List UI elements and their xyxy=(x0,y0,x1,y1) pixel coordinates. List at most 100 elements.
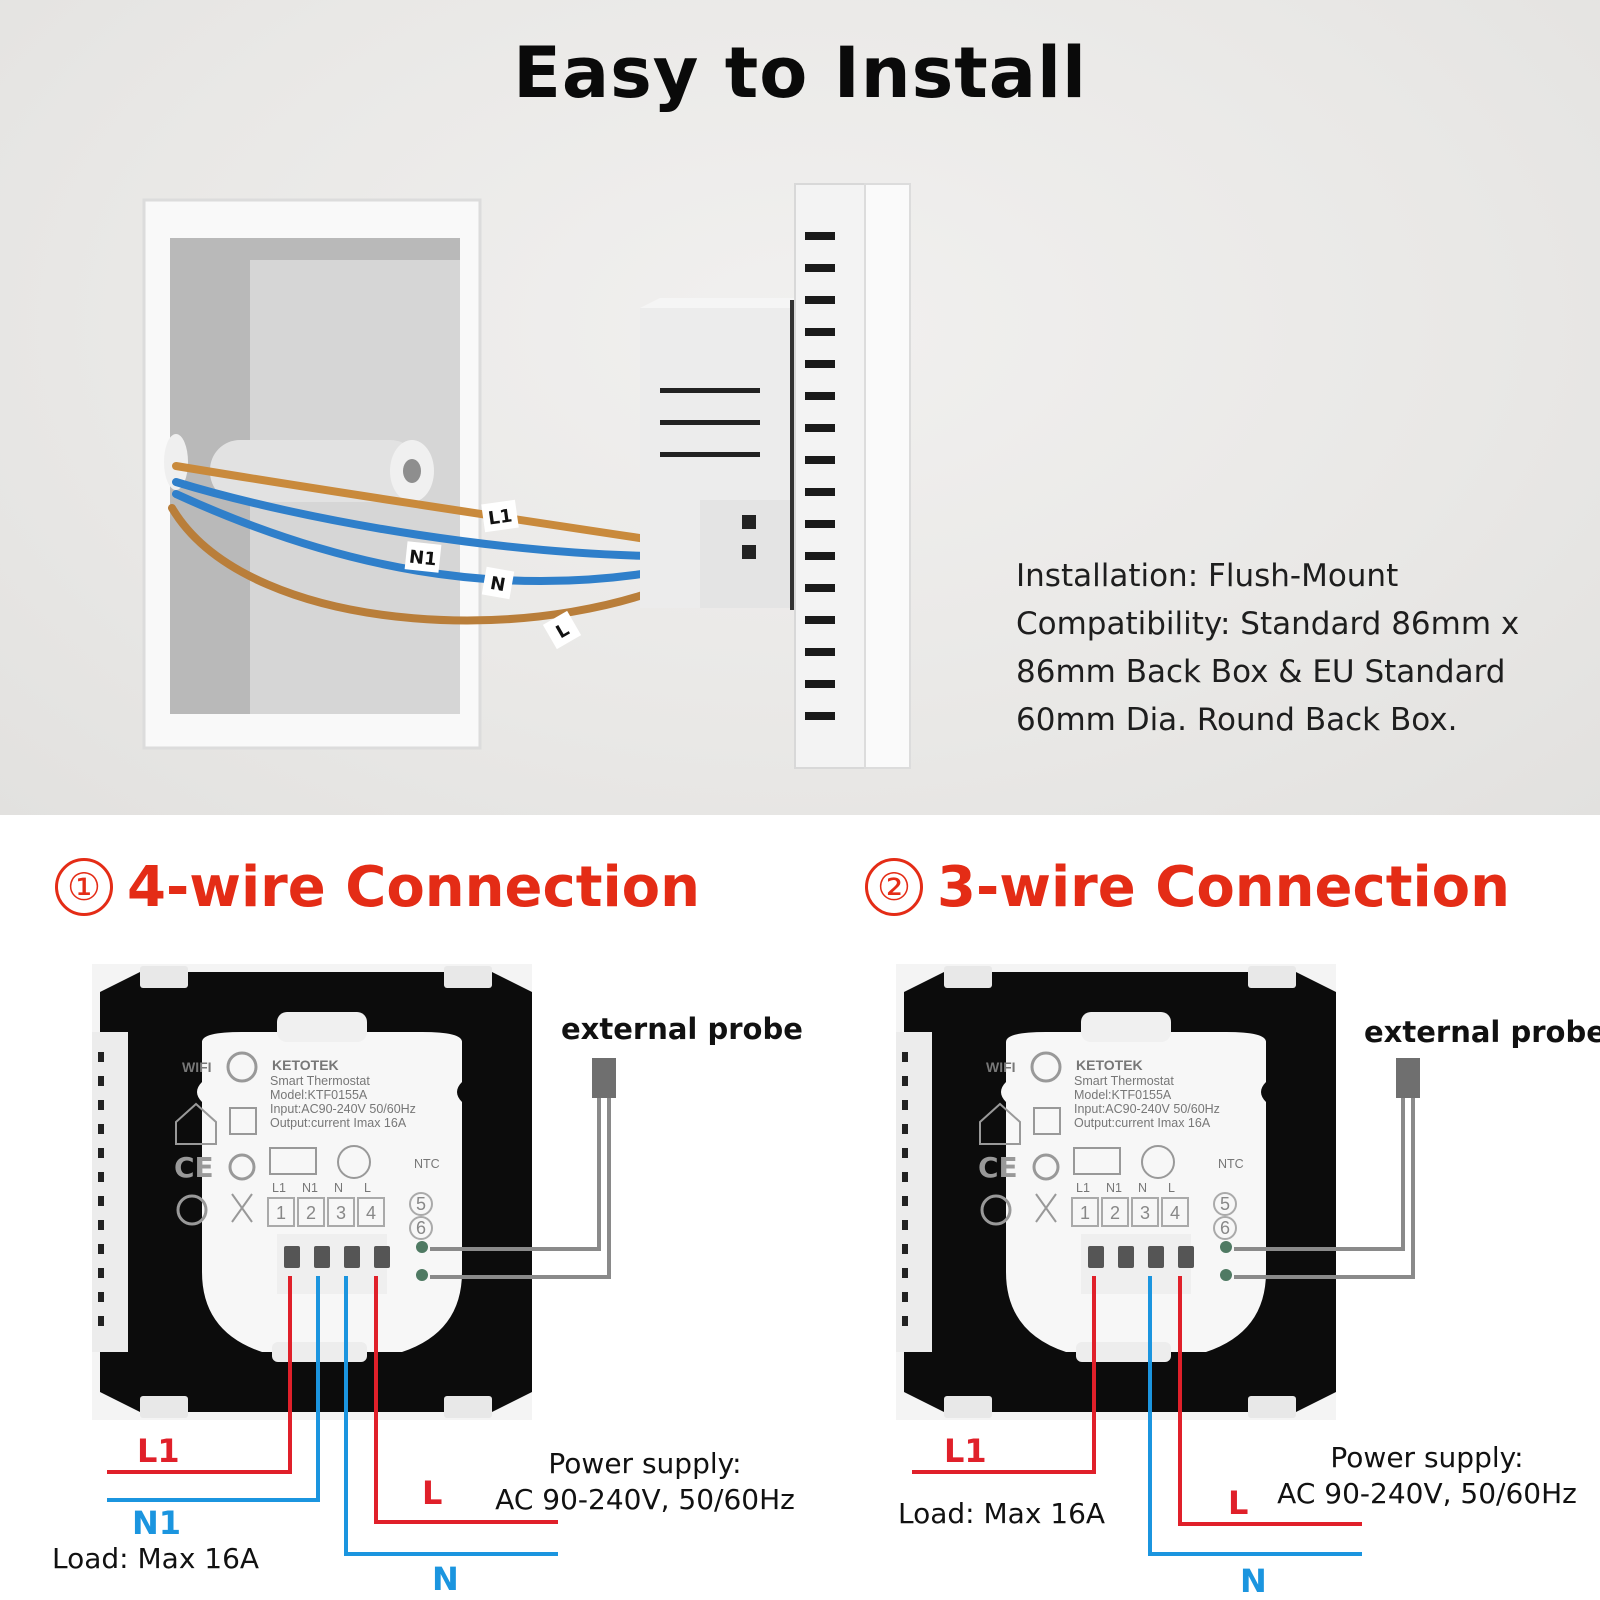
power-supply-title: Power supply: xyxy=(548,1447,742,1480)
wiring-diagram-3-wire: WIFI KETOTEK Smart Thermostat Model:KTF0… xyxy=(896,964,1420,1556)
supply-wires xyxy=(912,1276,1362,1556)
svg-text:L: L xyxy=(364,1181,371,1195)
wire-tag-l1: L1 xyxy=(481,499,519,533)
wire-label-n: N xyxy=(1240,1562,1267,1600)
section-title-text: 4-wire Connection xyxy=(127,855,701,920)
external-probe xyxy=(1234,1058,1420,1279)
svg-text:2: 2 xyxy=(306,1203,316,1223)
back-box xyxy=(142,198,482,750)
svg-text:6: 6 xyxy=(416,1218,426,1238)
wire-label-n1: N1 xyxy=(132,1504,182,1542)
spec-line: Installation: Flush-Mount xyxy=(1016,558,1399,594)
wire-l xyxy=(374,1276,558,1524)
svg-text:Input:AC90-240V 50/60Hz: Input:AC90-240V 50/60Hz xyxy=(270,1102,416,1116)
svg-text:KETOTEK: KETOTEK xyxy=(1076,1057,1143,1073)
svg-text:NTC: NTC xyxy=(1218,1157,1244,1171)
svg-text:WIFI: WIFI xyxy=(986,1059,1016,1075)
svg-text:N: N xyxy=(1138,1181,1147,1195)
ce-mark-icon: CE xyxy=(174,1151,214,1184)
device-label: WIFI KETOTEK Smart Thermostat Model:KTF0… xyxy=(174,1051,440,1240)
svg-text:1: 1 xyxy=(276,1203,286,1223)
weee-person-icon xyxy=(980,1194,1012,1226)
heater-icon xyxy=(1073,1147,1121,1175)
power-supply-title: Power supply: xyxy=(1330,1441,1524,1474)
svg-text:L1: L1 xyxy=(487,505,514,529)
svg-text:4: 4 xyxy=(1170,1203,1180,1223)
svg-text:2: 2 xyxy=(1110,1203,1120,1223)
probe-label: external probe xyxy=(1364,1015,1600,1049)
wiring-diagram-4-wire: WIFI KETOTEK Smart Thermostat Model:KTF0… xyxy=(92,964,616,1556)
power-supply-spec: AC 90-240V, 50/60Hz xyxy=(495,1483,795,1516)
wire-label-l: L xyxy=(422,1474,443,1512)
probe-label: external probe xyxy=(561,1012,803,1046)
svg-text:L1: L1 xyxy=(1076,1181,1090,1195)
device-label: WIFI KETOTEK Smart Thermostat Model:KTF0… xyxy=(978,1051,1244,1240)
svg-text:Model:KTF0155A: Model:KTF0155A xyxy=(270,1088,368,1102)
svg-text:1: 1 xyxy=(1080,1203,1090,1223)
weee-person-icon xyxy=(176,1194,208,1226)
spec-line: 86mm Back Box & EU Standard xyxy=(1016,654,1506,690)
svg-text:5: 5 xyxy=(416,1194,426,1214)
wire-tag-n: N xyxy=(481,566,515,600)
section-number: ② xyxy=(865,858,923,916)
wire-n1 xyxy=(107,1276,320,1502)
wire-label-l1: L1 xyxy=(944,1432,987,1470)
wire-label-l1: L1 xyxy=(137,1432,180,1470)
recycle-icon xyxy=(228,1153,256,1181)
svg-text:N1: N1 xyxy=(408,547,438,571)
wire-n xyxy=(344,1276,558,1556)
heater-icon xyxy=(269,1147,317,1175)
svg-text:4: 4 xyxy=(366,1203,376,1223)
section-number: ① xyxy=(55,858,113,916)
svg-text:Model:KTF0155A: Model:KTF0155A xyxy=(1074,1088,1172,1102)
ac-wave-icon xyxy=(337,1145,371,1179)
svg-text:5: 5 xyxy=(1220,1194,1230,1214)
svg-text:KETOTEK: KETOTEK xyxy=(272,1057,339,1073)
svg-text:L1: L1 xyxy=(272,1181,286,1195)
wires xyxy=(168,462,710,625)
headline: Easy to Install xyxy=(513,32,1087,114)
supply-wires xyxy=(107,1276,558,1556)
wifi-icon xyxy=(1030,1051,1062,1083)
svg-text:N1: N1 xyxy=(302,1181,318,1195)
ce-mark-icon: CE xyxy=(978,1151,1018,1184)
install-illustration: L1 N1 N L xyxy=(142,183,911,769)
wire-label-n: N xyxy=(432,1560,459,1598)
svg-text:Output:current Imax 16A: Output:current Imax 16A xyxy=(270,1116,407,1130)
wire-label-l: L xyxy=(1228,1484,1249,1522)
power-supply-label: Power supply: AC 90-240V, 50/60Hz xyxy=(480,1446,810,1518)
spec-line: 60mm Dia. Round Back Box. xyxy=(1016,702,1458,738)
svg-text:N: N xyxy=(334,1181,343,1195)
section-title-text: 3-wire Connection xyxy=(937,855,1511,920)
spec-line: Compatibility: Standard 86mm x xyxy=(1016,606,1520,642)
wifi-icon xyxy=(226,1051,258,1083)
svg-text:L: L xyxy=(1168,1181,1175,1195)
wire-tag-n1: N1 xyxy=(404,541,442,573)
ac-wave-icon xyxy=(1141,1145,1175,1179)
svg-text:WIFI: WIFI xyxy=(182,1059,212,1075)
svg-text:Input:AC90-240V 50/60Hz: Input:AC90-240V 50/60Hz xyxy=(1074,1102,1220,1116)
load-label: Load: Max 16A xyxy=(898,1497,1106,1530)
external-probe xyxy=(430,1058,616,1279)
svg-text:3: 3 xyxy=(1140,1203,1150,1223)
svg-text:Smart Thermostat: Smart Thermostat xyxy=(1074,1074,1174,1088)
weee-bin-icon xyxy=(231,1193,253,1223)
wire-tag-l: L xyxy=(542,610,582,650)
load-label: Load: Max 16A xyxy=(52,1542,260,1575)
wire-n xyxy=(1148,1276,1362,1556)
svg-text:6: 6 xyxy=(1220,1218,1230,1238)
thermostat-side-view xyxy=(640,183,911,769)
svg-text:NTC: NTC xyxy=(414,1157,440,1171)
svg-text:N1: N1 xyxy=(1106,1181,1122,1195)
power-supply-spec: AC 90-240V, 50/60Hz xyxy=(1277,1477,1577,1510)
wire-l xyxy=(1178,1276,1362,1526)
svg-text:N: N xyxy=(488,573,506,596)
thermostat-back-plate: WIFI KETOTEK Smart Thermostat Model:KTF0… xyxy=(92,964,532,1420)
thermostat-back-plate: WIFI KETOTEK Smart Thermostat Model:KTF0… xyxy=(896,964,1336,1420)
spec-text: Installation: Flush-Mount Compatibility:… xyxy=(1016,552,1586,744)
panel-vents xyxy=(805,232,835,720)
recycle-icon xyxy=(1032,1153,1060,1181)
power-supply-label: Power supply: AC 90-240V, 50/60Hz xyxy=(1262,1440,1592,1512)
